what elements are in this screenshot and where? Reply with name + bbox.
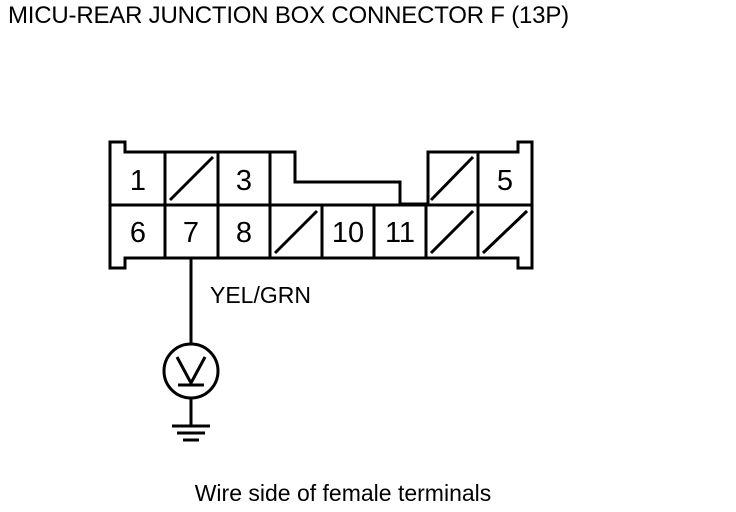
pin-5-label: 5	[497, 165, 513, 197]
connector-housing	[108, 140, 534, 270]
pin-11-label: 11	[385, 217, 415, 249]
ground-icon	[172, 424, 210, 442]
diagram-title: MICU-REAR JUNCTION BOX CONNECTOR F (13P)	[8, 2, 569, 29]
voltmeter-icon	[162, 342, 220, 400]
view-caption: Wire side of female terminals	[195, 480, 492, 506]
pin-7-label: 7	[183, 217, 199, 249]
pin-6-label: 6	[130, 217, 146, 249]
pin-3-label: 3	[236, 165, 252, 197]
blank-cavity-slashes	[168, 155, 529, 255]
wire-color-label: YEL/GRN	[210, 282, 311, 308]
pin-10-label: 10	[332, 217, 364, 249]
pin-8-label: 8	[236, 217, 252, 249]
pin-1-label: 1	[130, 165, 146, 197]
connector-grid	[110, 152, 532, 258]
